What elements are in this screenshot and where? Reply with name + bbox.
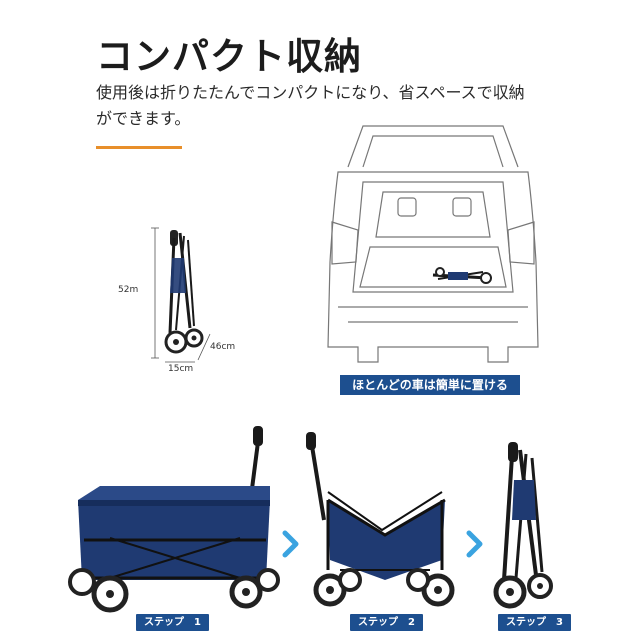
chevron-right-icon [282,530,299,558]
accent-divider [96,146,182,149]
step-3-figure [490,440,560,616]
page-title: コンパクト収納 [96,35,362,78]
width-dimension-label: 15cm [168,364,194,374]
car-figure [318,112,548,374]
car-caption-badge: ほとんどの車は簡単に置ける [340,375,520,395]
depth-dimension-label: 46cm [210,342,236,352]
step-1-figure [68,420,280,616]
half-folded-wagon-illustration [306,432,455,607]
folded-wagon-illustration [151,227,211,363]
step-3-badge: ステップ 3 [498,614,571,631]
chevron-right-icon [466,530,483,558]
step-2-figure [306,430,460,616]
step-1-badge: ステップ 1 [136,614,209,631]
folded-wagon-step-illustration [493,442,553,609]
description-text: 使用後は折りたたんでコンパクトになり、省スペースで収納ができます。 [96,83,525,128]
step-2-badge: ステップ 2 [350,614,423,631]
open-wagon-illustration [68,426,280,613]
folded-wagon-figure: 52m 46cm 15cm [110,218,250,378]
height-dimension-label: 52m [118,285,139,295]
car-trunk-illustration [327,125,539,363]
